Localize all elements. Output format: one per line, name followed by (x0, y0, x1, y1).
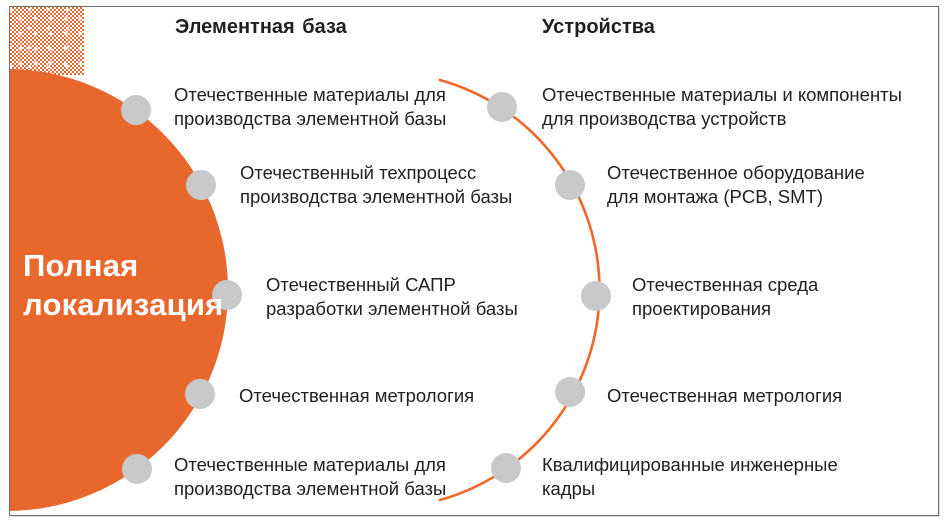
column-header-devices: Устройства (542, 16, 655, 38)
list-item-left-1: Отечественные материалы для производства… (174, 84, 447, 129)
column-header-element-base: Элементная база (175, 16, 347, 38)
list-item-right-4: Отечественная метрология (607, 385, 843, 406)
bullet-dot-left-3 (212, 280, 242, 310)
bullet-dot-left-1 (121, 95, 151, 125)
list-item-left-5: Отечественные материалы для производства… (174, 454, 447, 499)
list-item-left-3: Отечественный САПР разработки элементной… (266, 274, 518, 319)
slide-clip-area (10, 7, 937, 514)
title-line-2: локализация (23, 287, 224, 322)
list-item-right-1: Отечественные материалы и компоненты для… (542, 84, 902, 129)
list-item-right-2: Отечественное оборудование для монтажа (… (607, 162, 865, 207)
list-item-right-5: Квалифицированные инженерные кадры (542, 454, 838, 499)
bullet-dot-right-1 (487, 92, 517, 122)
bullet-dot-right-3 (581, 281, 611, 311)
halftone-pattern (10, 7, 84, 75)
bullet-dot-left-4 (185, 379, 215, 409)
bullet-dot-left-5 (122, 454, 152, 484)
main-title: Полная локализация (23, 246, 243, 324)
list-item-left-2: Отечественный техпроцесс производства эл… (240, 162, 513, 207)
bullet-dot-left-2 (186, 170, 216, 200)
list-item-left-4: Отечественная метрология (239, 385, 475, 406)
bullet-dot-right-4 (555, 377, 585, 407)
bullet-dot-right-2 (555, 170, 585, 200)
slide-border (9, 6, 939, 516)
bullet-dot-right-5 (491, 453, 521, 483)
title-line-1: Полная (23, 248, 139, 283)
list-item-right-3: Отечественная среда проектирования (632, 274, 819, 319)
